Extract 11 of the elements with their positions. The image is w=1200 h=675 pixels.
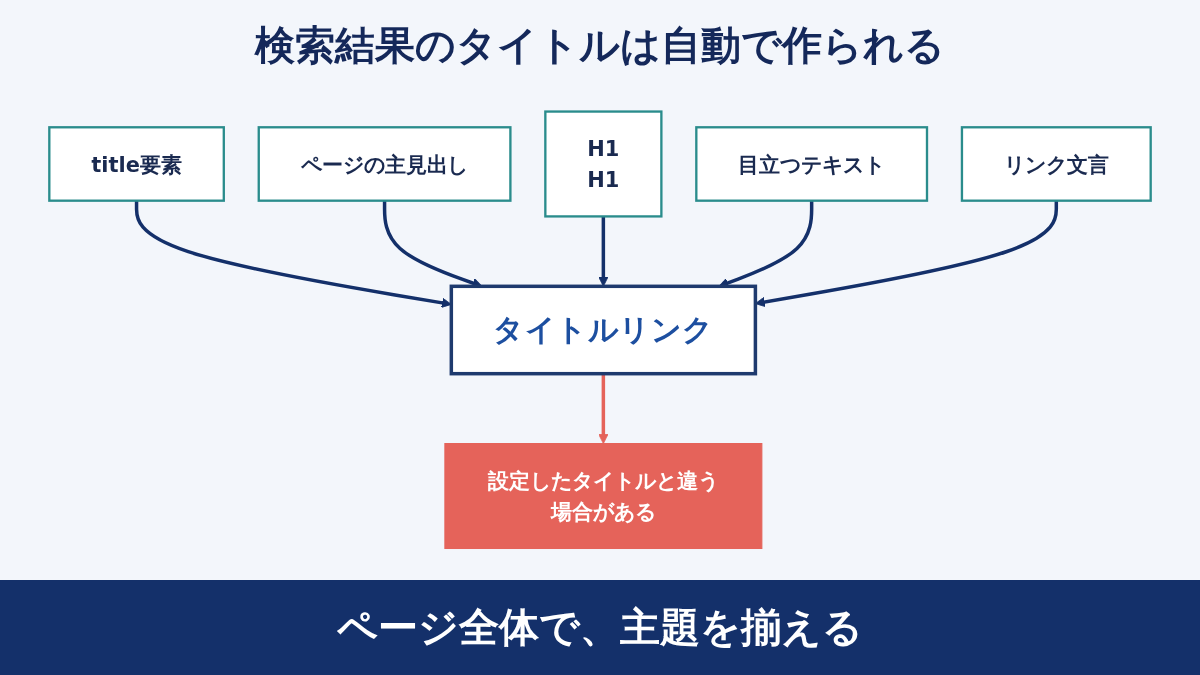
banner-caption: ページ全体で、主題を揃える bbox=[337, 603, 863, 652]
node-box: 目立つテキスト bbox=[695, 126, 929, 202]
node-box: リンク文言 bbox=[960, 126, 1152, 202]
node-box: ページの主見出し bbox=[257, 126, 512, 202]
node-box: title要素 bbox=[48, 126, 225, 202]
node-box: タイトルリンク bbox=[449, 284, 758, 376]
node-box: 設定したタイトルと違う場合がある bbox=[444, 443, 763, 550]
diagram-title: 検索結果のタイトルは自動で作られる bbox=[253, 21, 946, 70]
node-box: H1 H1 bbox=[544, 110, 663, 218]
arrow bbox=[598, 216, 609, 287]
arrow bbox=[598, 373, 609, 445]
